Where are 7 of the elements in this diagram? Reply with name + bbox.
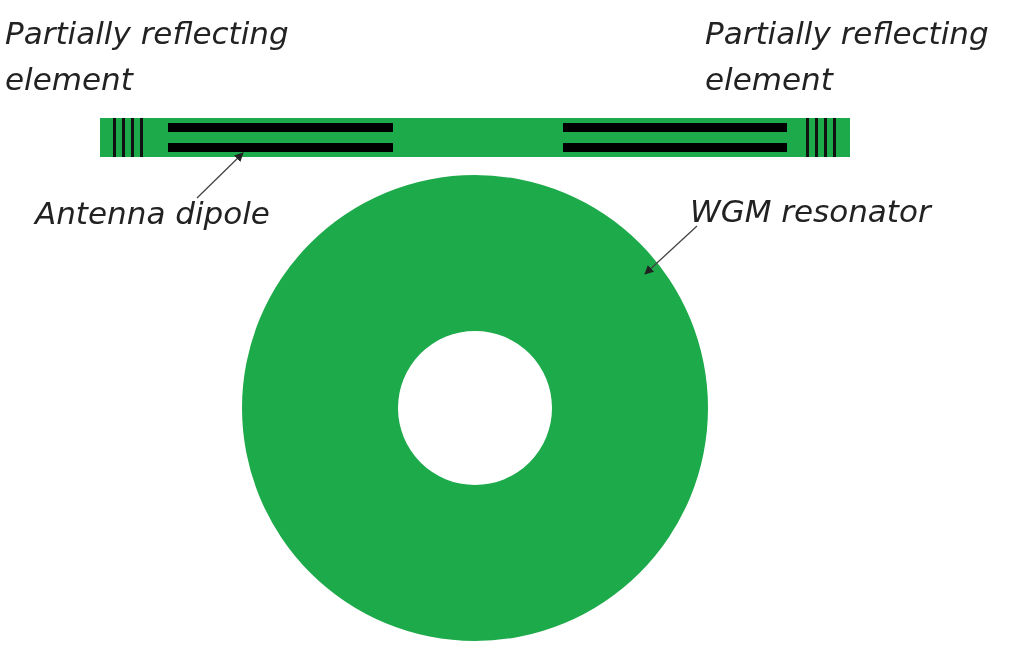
- callout-label: Antenna dipole: [35, 190, 285, 236]
- part-label: Partially reflecting element: [705, 14, 990, 99]
- antenna-dipole: [168, 123, 393, 152]
- leader-line: [196, 152, 244, 199]
- callout-label: WGM resonator: [690, 188, 990, 234]
- leader-line: [644, 225, 698, 275]
- part-label: Partially reflecting element: [5, 14, 290, 99]
